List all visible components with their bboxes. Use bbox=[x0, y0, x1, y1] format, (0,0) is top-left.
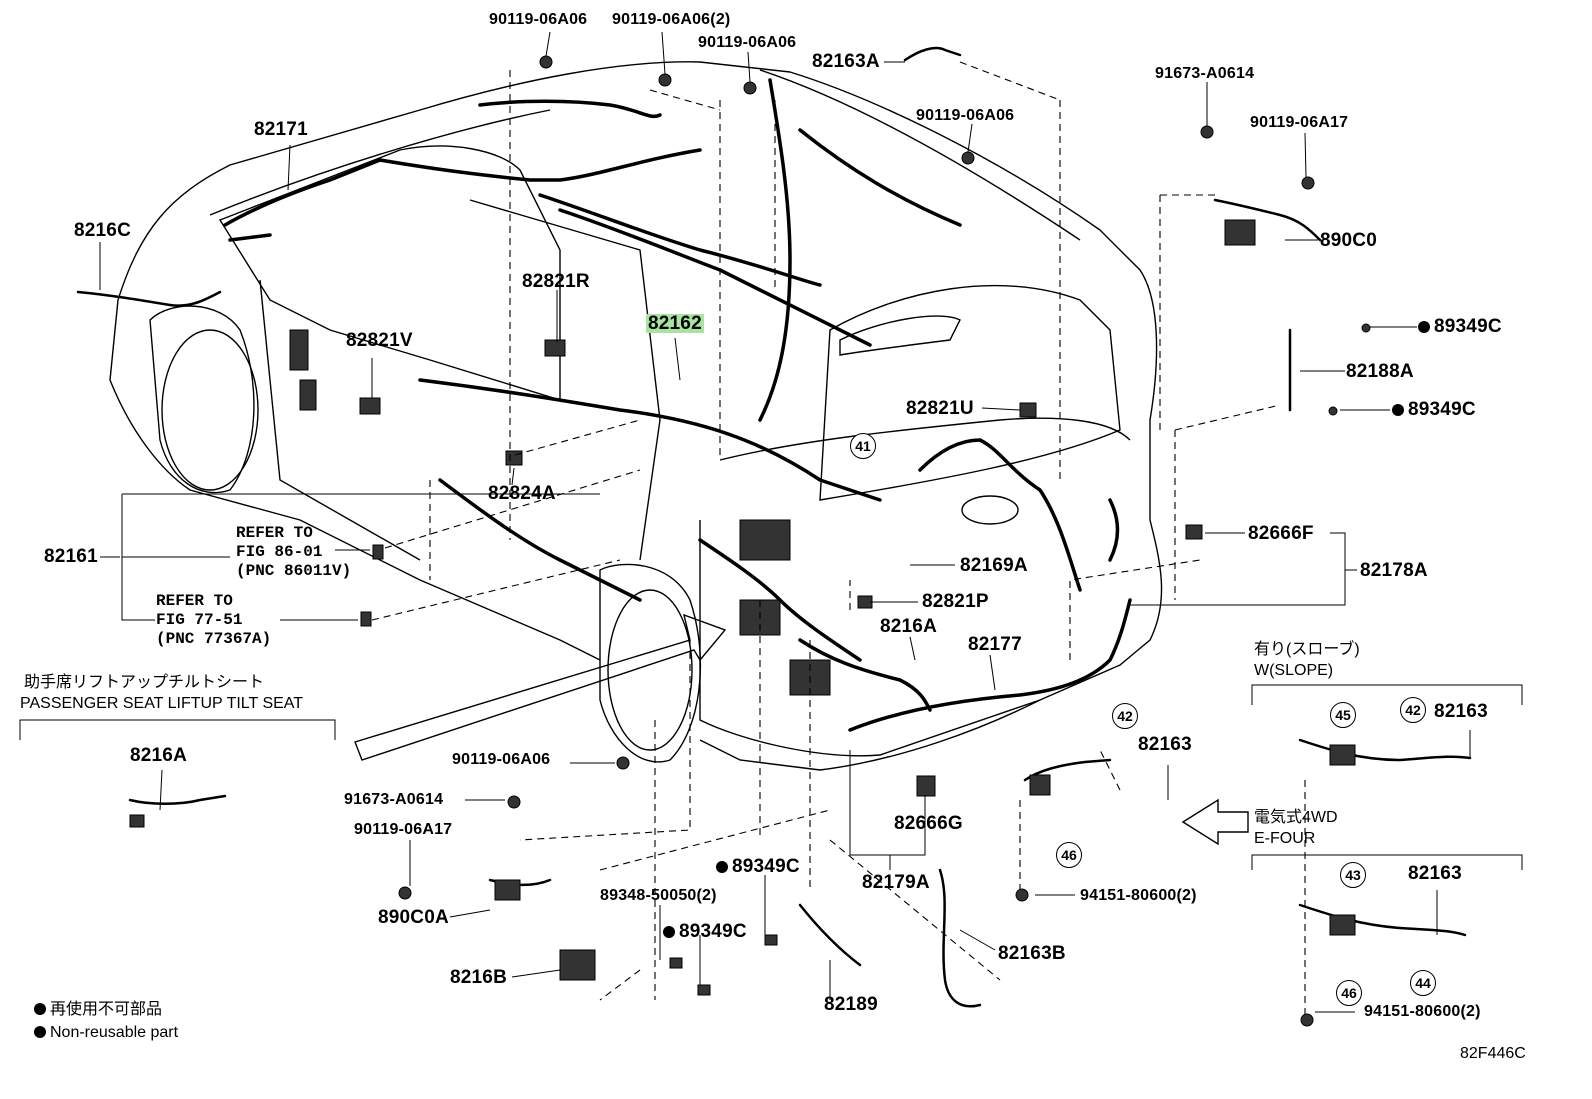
circle-ref-44: 44 bbox=[1410, 970, 1436, 996]
refer-to-line: FIG 86-01 bbox=[236, 543, 323, 562]
part-label-82666f: 82666F bbox=[1248, 523, 1314, 544]
seat-note-en: PASSENGER SEAT LIFTUP TILT SEAT bbox=[20, 695, 304, 712]
part-label-82821r: 82821R bbox=[522, 271, 590, 292]
circle-ref-45: 45 bbox=[1330, 702, 1356, 728]
part-label-8216c: 8216C bbox=[74, 220, 131, 241]
part-label-89349c: 89349C bbox=[1418, 317, 1502, 336]
connectors bbox=[129, 55, 1371, 1027]
part-label-82161: 82161 bbox=[44, 546, 98, 567]
efour-note-en: E-FOUR bbox=[1254, 830, 1316, 847]
refer-to-line: (PNC 77367A) bbox=[156, 630, 272, 649]
wire-harnesses bbox=[76, 46, 1472, 1008]
figure-code: 82F446C bbox=[1460, 1045, 1526, 1062]
part-label-90119-06a06: 90119-06A06 bbox=[698, 34, 797, 51]
part-label-82824a: 82824A bbox=[488, 483, 556, 504]
part-label-82179a: 82179A bbox=[862, 872, 930, 893]
refer-to-block-2[interactable]: REFER TO FIG 77-51 (PNC 77367A) bbox=[156, 592, 271, 650]
part-label-82821p: 82821P bbox=[922, 591, 989, 612]
part-label-90119-06a06-2: 90119-06A06(2) bbox=[612, 11, 731, 28]
part-label-890c0a: 890C0A bbox=[378, 907, 449, 928]
part-label-90119-06a06: 90119-06A06 bbox=[916, 107, 1015, 124]
vehicle-outline bbox=[109, 61, 1249, 846]
part-label-8216a: 8216A bbox=[880, 616, 937, 637]
part-label-82162-highlighted[interactable]: 82162 bbox=[646, 313, 704, 334]
part-label-90119-06a17: 90119-06A17 bbox=[354, 821, 453, 838]
part-label-82177: 82177 bbox=[968, 634, 1022, 655]
circle-ref-42: 42 bbox=[1400, 697, 1426, 723]
part-label-90119-06a06: 90119-06A06 bbox=[452, 751, 551, 768]
part-label-82163a: 82163A bbox=[812, 51, 880, 72]
slope-note-jp: 有り(スローブ) bbox=[1254, 641, 1360, 658]
part-label-82188a: 82188A bbox=[1346, 361, 1414, 382]
part-label-82821u: 82821U bbox=[906, 398, 974, 419]
part-label-90119-06a17: 90119-06A17 bbox=[1250, 114, 1349, 131]
refer-to-line: REFER TO bbox=[156, 592, 233, 610]
circle-ref-46: 46 bbox=[1336, 980, 1362, 1006]
slope-note-en: W(SLOPE) bbox=[1254, 662, 1334, 679]
circle-ref-42: 42 bbox=[1112, 703, 1138, 729]
part-label-82163b: 82163B bbox=[998, 943, 1066, 964]
efour-note-jp: 電気式4WD bbox=[1254, 809, 1338, 826]
part-label-89349c: 89349C bbox=[663, 922, 747, 941]
seat-note-jp: 助手席リフトアップチルトシート bbox=[24, 674, 265, 691]
part-label-82171: 82171 bbox=[254, 119, 308, 140]
part-label-89349c: 89349C bbox=[716, 857, 800, 876]
part-label-8216a: 8216A bbox=[130, 745, 187, 766]
circle-ref-41: 41 bbox=[850, 433, 876, 459]
leader-lines bbox=[19, 31, 1523, 1013]
refer-to-line: (PNC 86011V) bbox=[236, 562, 352, 581]
part-label-82189: 82189 bbox=[824, 994, 878, 1015]
part-label-8216b: 8216B bbox=[450, 967, 507, 988]
dashed-lines bbox=[371, 61, 1306, 1015]
part-label-94151-80600: 94151-80600(2) bbox=[1080, 887, 1197, 904]
legend-item-jp: 再使用不可部品 bbox=[34, 1000, 162, 1019]
part-label-89348-50050: 89348-50050(2) bbox=[600, 887, 717, 904]
circle-ref-43: 43 bbox=[1340, 862, 1366, 888]
refer-to-block-1[interactable]: REFER TO FIG 86-01 (PNC 86011V) bbox=[236, 524, 351, 582]
part-label-89349c: 89349C bbox=[1392, 400, 1476, 419]
part-label-82178a: 82178A bbox=[1360, 560, 1428, 581]
non-reusable-dot-icon bbox=[34, 1026, 46, 1038]
refer-to-line: FIG 77-51 bbox=[156, 611, 243, 630]
part-label-91673-a0614: 91673-A0614 bbox=[1155, 65, 1255, 82]
part-label-94151-80600: 94151-80600(2) bbox=[1364, 1003, 1481, 1020]
part-label-82163: 82163 bbox=[1434, 701, 1488, 722]
part-label-90119-06a06: 90119-06A06 bbox=[489, 11, 588, 28]
part-label-890c0: 890C0 bbox=[1320, 230, 1377, 251]
part-label-82821v: 82821V bbox=[346, 330, 413, 351]
part-label-91673-a0614: 91673-A0614 bbox=[344, 791, 444, 808]
refer-to-line: REFER TO bbox=[236, 524, 313, 542]
non-reusable-dot-icon bbox=[1392, 404, 1404, 416]
non-reusable-dot-icon bbox=[34, 1003, 46, 1015]
part-label-82666g: 82666G bbox=[894, 813, 963, 834]
non-reusable-dot-icon bbox=[716, 861, 728, 873]
circle-ref-46: 46 bbox=[1056, 842, 1082, 868]
non-reusable-dot-icon bbox=[1418, 321, 1430, 333]
part-label-82163: 82163 bbox=[1408, 863, 1462, 884]
part-label-82169a: 82169A bbox=[960, 555, 1028, 576]
legend-item-en: Non-reusable part bbox=[34, 1023, 178, 1042]
part-label-82163: 82163 bbox=[1138, 734, 1192, 755]
non-reusable-dot-icon bbox=[663, 926, 675, 938]
